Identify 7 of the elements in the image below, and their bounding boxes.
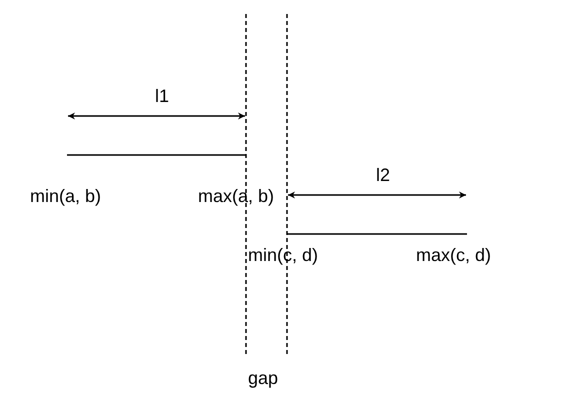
dimension-label: l2 [376,165,390,185]
endpoint-label: min(c, d) [248,245,318,265]
gap-label: gap [248,368,278,388]
endpoint-label: max(a, b) [198,186,274,206]
endpoint-label: min(a, b) [30,186,102,206]
endpoint-label: max(c, d) [416,245,492,265]
dimension-label: l1 [155,86,170,106]
